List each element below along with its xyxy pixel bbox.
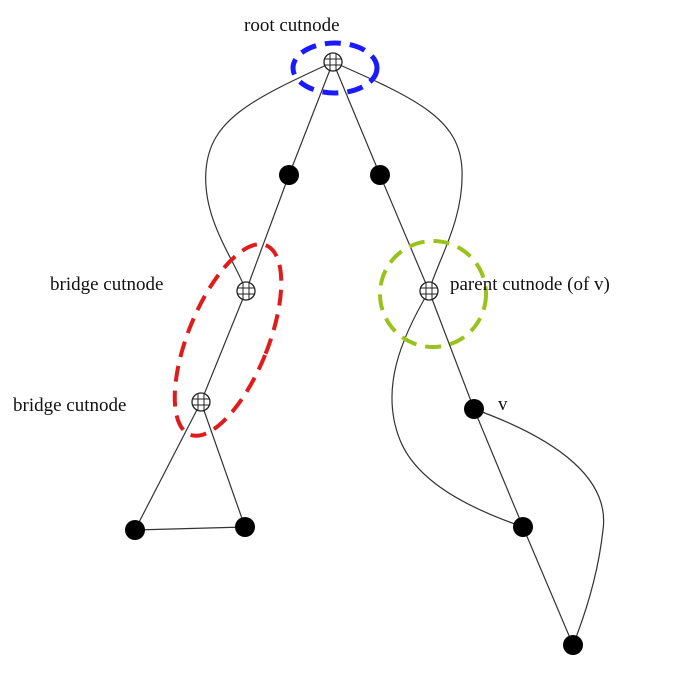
bridge-cutnode-upper-label: bridge cutnode xyxy=(50,274,163,295)
filled-circle-icon xyxy=(513,517,533,537)
edge-v-lower-node xyxy=(473,408,524,528)
root-highlight-ellipse xyxy=(290,40,380,96)
parent-highlight-circle xyxy=(378,239,488,349)
edge-root-left-child xyxy=(288,61,334,176)
edge-v-curve-bottom xyxy=(473,408,605,646)
edge-parent-v xyxy=(428,290,475,410)
hatched-circle-icon xyxy=(419,281,439,301)
hatched-circle-icon xyxy=(191,392,211,412)
filled-circle-icon xyxy=(279,165,299,185)
plain-nodes xyxy=(125,165,583,655)
bridge-cutnode-lower-label: bridge cutnode xyxy=(13,395,126,416)
edge-root-to-bridge-upper-curve xyxy=(205,61,334,292)
cutnode-bridge-upper xyxy=(236,281,256,301)
filled-circle-icon xyxy=(125,520,145,540)
edge-lower-node-bottom xyxy=(522,526,574,646)
edge-root-right-child xyxy=(332,61,381,176)
filled-circle-icon xyxy=(235,517,255,537)
edge-bridge-lower-triangle-right xyxy=(200,401,246,528)
v-node-label: v xyxy=(498,394,508,415)
edge-triangle-base xyxy=(134,526,246,531)
bridge-highlight-ellipse xyxy=(172,242,284,438)
edge-root-to-parent-curve xyxy=(332,61,463,292)
edge-left-child-bridge-upper xyxy=(245,174,290,292)
edge-parent-curve-lower xyxy=(391,290,524,528)
parent-cutnode-label: parent cutnode (of v) xyxy=(450,274,610,295)
cutnode-bridge-lower xyxy=(191,392,211,412)
hatched-circle-icon xyxy=(323,52,343,72)
edge-bridge-lower-triangle-left xyxy=(134,401,202,531)
cutnode-root xyxy=(323,52,343,72)
edge-right-child-parent xyxy=(379,174,430,292)
cutnode-parent xyxy=(419,281,439,301)
root-cutnode-label: root cutnode xyxy=(244,15,340,36)
filled-circle-icon xyxy=(563,635,583,655)
edges xyxy=(134,61,605,646)
filled-circle-icon xyxy=(464,399,484,419)
filled-circle-icon xyxy=(370,165,390,185)
edge-bridge-upper-bridge-lower xyxy=(200,290,247,403)
hatched-circle-icon xyxy=(236,281,256,301)
